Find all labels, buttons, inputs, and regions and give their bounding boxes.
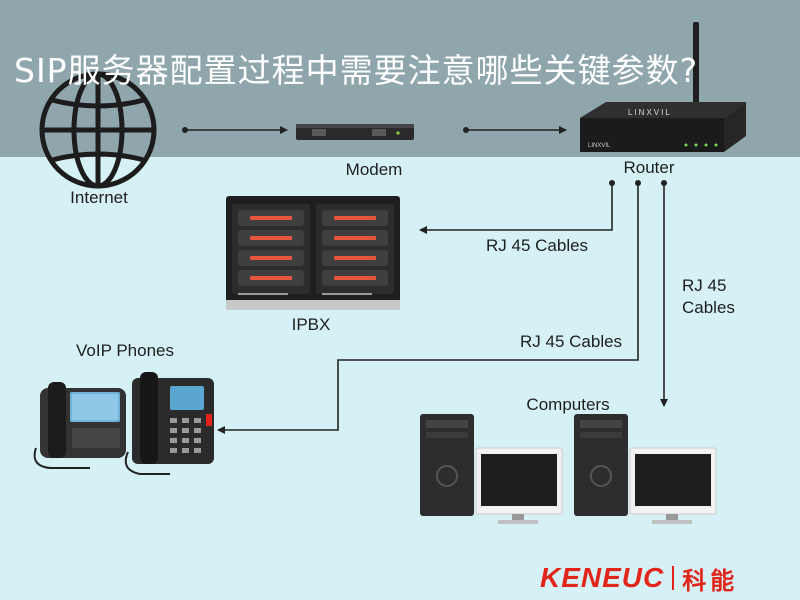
voip-phones-label: VoIP Phones [76,341,174,360]
modem-device [296,124,414,140]
brand-chinese-name: 科能 [682,566,739,595]
brand-name: KENEUC [540,562,665,593]
page-title: SIP服务器配置过程中需要注意哪些关键参数? [14,51,699,90]
voip-phones-device [33,372,214,475]
router-label: Router [623,158,675,177]
modem-label: Modem [345,160,403,179]
brand-logo: KENEUC 科能 [540,561,738,595]
internet-label: Internet [70,188,128,207]
router-ipbx-cable-label: RJ 45 Cables [486,236,589,255]
router-computers-cable-label-line2: Cables [682,298,735,317]
router-computers-cable-label-line1: RJ 45 [682,276,727,295]
ipbx-label: IPBX [291,315,331,334]
router-phones-cable-label: RJ 45 Cables [520,332,623,351]
brand-separator [672,566,675,590]
globe-icon [39,71,157,189]
router-phones-link [217,183,639,434]
ipbx-device [226,196,400,310]
router-front-text: LINXVIL [588,143,611,149]
router-ipbx-link [419,183,613,234]
computers-device [420,414,717,524]
router-brand-text: LINXVIL [628,108,672,117]
router-device: LINXVIL LINXVIL [580,22,746,152]
computers-label: Computers [526,395,610,414]
